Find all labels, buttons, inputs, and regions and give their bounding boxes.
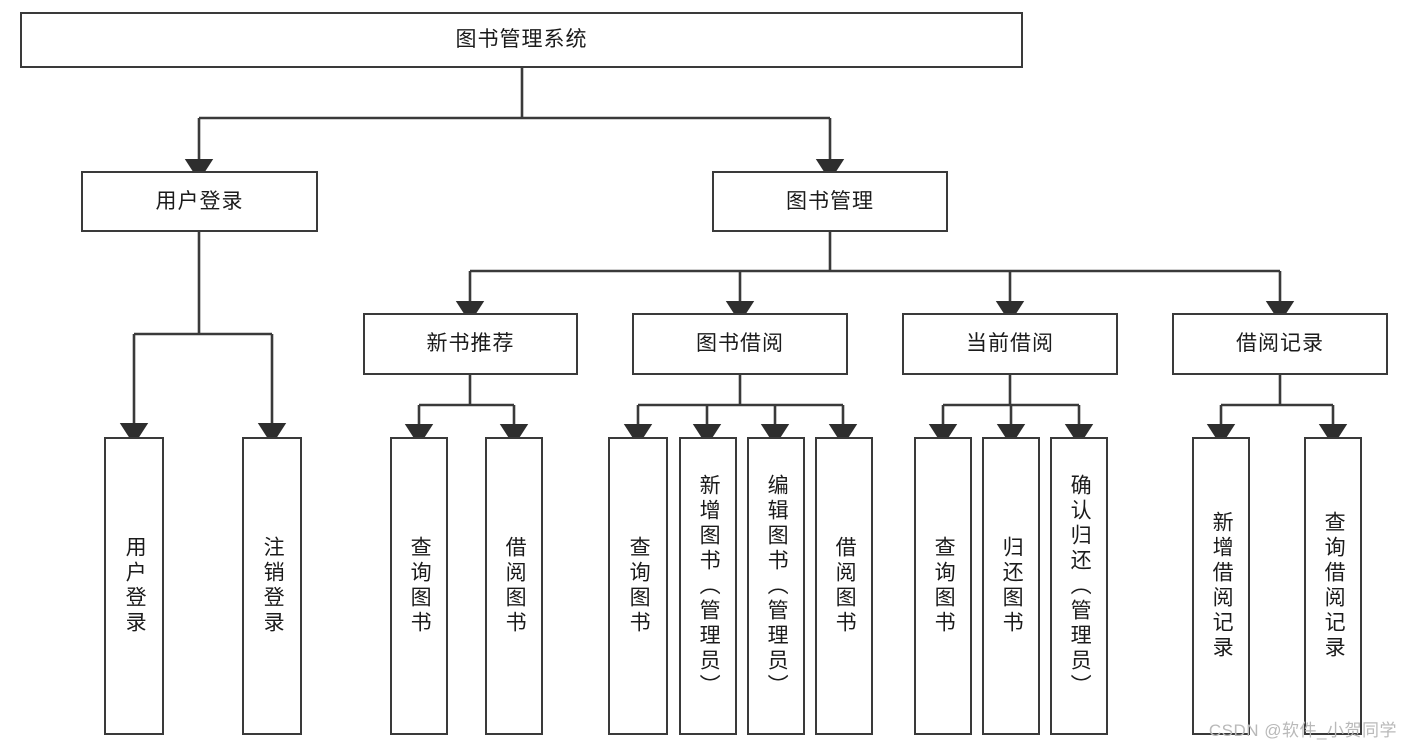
node-book-management[interactable]: 图书管理: [712, 171, 948, 232]
node-label: 图书管理系统: [455, 28, 588, 52]
node-label: 用户登录: [155, 189, 244, 213]
node-label: 查询图书: [408, 536, 432, 636]
leaf-borrow-borrow-book[interactable]: 借阅图书: [815, 437, 873, 735]
node-label: 查询图书: [932, 536, 956, 636]
node-label: 借阅记录: [1236, 332, 1324, 356]
node-label: 编辑图书（管理员）: [765, 473, 789, 699]
node-label: 归还图书: [1000, 536, 1024, 636]
leaf-borrow-query-book[interactable]: 查询图书: [608, 437, 668, 735]
leaf-record-add-record[interactable]: 新增借阅记录: [1192, 437, 1250, 735]
node-label: 用户登录: [123, 536, 147, 636]
leaf-current-confirm-return-admin[interactable]: 确认归还（管理员）: [1050, 437, 1108, 735]
leaf-user-login-signin[interactable]: 用户登录: [104, 437, 164, 735]
leaf-current-return-book[interactable]: 归还图书: [982, 437, 1040, 735]
node-label: 确认归还（管理员）: [1068, 473, 1092, 699]
node-user-login[interactable]: 用户登录: [81, 171, 318, 232]
node-label: 查询借阅记录: [1322, 511, 1346, 661]
node-label: 图书管理: [786, 189, 874, 213]
node-root-library-system[interactable]: 图书管理系统: [20, 12, 1023, 68]
node-current-borrow[interactable]: 当前借阅: [902, 313, 1118, 375]
leaf-user-login-signout[interactable]: 注销登录: [242, 437, 302, 735]
node-label: 借阅图书: [833, 536, 857, 636]
node-book-borrow[interactable]: 图书借阅: [632, 313, 848, 375]
leaf-borrow-add-book-admin[interactable]: 新增图书（管理员）: [679, 437, 737, 735]
node-label: 新增图书（管理员）: [697, 473, 721, 699]
node-label: 新书推荐: [426, 332, 515, 356]
node-borrow-record[interactable]: 借阅记录: [1172, 313, 1388, 375]
leaf-new-book-query[interactable]: 查询图书: [390, 437, 448, 735]
node-label: 新增借阅记录: [1210, 511, 1234, 661]
leaf-borrow-edit-book-admin[interactable]: 编辑图书（管理员）: [747, 437, 805, 735]
leaf-new-book-borrow[interactable]: 借阅图书: [485, 437, 543, 735]
leaf-current-query-book[interactable]: 查询图书: [914, 437, 972, 735]
node-label: 借阅图书: [503, 536, 527, 636]
node-label: 图书借阅: [696, 332, 784, 356]
csdn-watermark: CSDN @软件_小贺同学: [1208, 721, 1397, 740]
leaf-record-query-record[interactable]: 查询借阅记录: [1304, 437, 1362, 735]
node-new-book-recommend[interactable]: 新书推荐: [363, 313, 578, 375]
node-label: 注销登录: [261, 536, 285, 636]
node-label: 当前借阅: [966, 332, 1054, 356]
node-label: 查询图书: [627, 536, 651, 636]
